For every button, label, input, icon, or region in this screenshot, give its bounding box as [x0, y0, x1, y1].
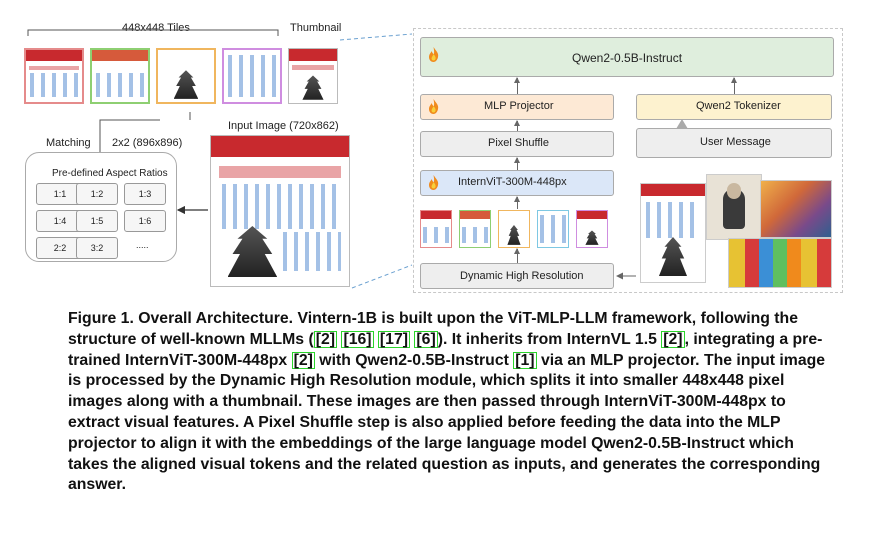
citation-link[interactable]: [6]	[414, 330, 438, 348]
left-connectors	[27, 29, 413, 289]
ratio-1-6: 1:6	[124, 210, 166, 232]
caption-title: Overall Architecture.	[138, 310, 294, 327]
citation-link[interactable]: [16]	[341, 330, 374, 348]
example-books-image	[728, 238, 832, 288]
llm-label: Qwen2-0.5B-Instruct	[572, 51, 683, 65]
vit-label: InternViT-300M-448px	[458, 176, 567, 188]
small-tile-3	[498, 210, 530, 248]
caption-text: via an MLP projector. The input image is…	[68, 351, 826, 494]
caption-text: with Qwen2-0.5B-Instruct	[314, 351, 514, 369]
citation-link[interactable]: [17]	[377, 330, 411, 348]
flame-icon	[429, 99, 439, 114]
input-image	[210, 135, 350, 287]
ratio-1-2: 1:2	[76, 183, 118, 205]
aspect-ratios-title: Pre-defined Aspect Ratios	[52, 168, 168, 179]
user-message-label: User Message	[700, 136, 771, 148]
matching-label: Matching	[46, 137, 91, 149]
vit-block	[420, 170, 614, 196]
projector-block	[420, 94, 614, 120]
arrow-tokenizer-to-llm	[731, 77, 737, 94]
llm-block	[420, 37, 834, 77]
projector-label: MLP Projector	[484, 100, 554, 112]
citation-link[interactable]: [2]	[661, 330, 685, 348]
collage-arrow	[616, 272, 636, 280]
small-tile-1	[420, 210, 452, 248]
example-painting-image	[760, 180, 832, 238]
example-document-image	[640, 183, 706, 283]
ratio-1-4: 1:4	[36, 210, 84, 232]
arrow-dhr-to-tiles	[514, 248, 520, 263]
input-image-label: Input Image (720x862)	[228, 120, 339, 132]
flame-icon	[429, 175, 439, 190]
left-panel: 448x448 Tiles Thumbnail Matching 2x2 (89…	[24, 22, 413, 289]
tile-3	[156, 48, 216, 104]
dhr-label: Dynamic High Resolution	[460, 270, 584, 282]
small-tile-5	[576, 210, 608, 248]
flame-icon	[429, 47, 439, 62]
citation-link[interactable]: [2]	[313, 330, 338, 348]
user-message-tail	[676, 119, 688, 129]
ratio-1-5: 1:5	[76, 210, 118, 232]
dhr-block	[420, 263, 614, 289]
thumbnail-label: Thumbnail	[290, 22, 342, 34]
caption-text: Vintern-1B is built upon the ViT-MLP-LLM…	[68, 310, 798, 348]
arrow-shuffle-to-projector	[514, 120, 520, 131]
small-tile-2	[459, 210, 491, 248]
pixel-shuffle-block	[420, 131, 614, 157]
tokenizer-label: Qwen2 Tokenizer	[696, 100, 781, 112]
ratio-ellipsis: .....	[136, 240, 149, 250]
tile-1	[24, 48, 84, 104]
caption-text: ). It inherits from InternVL 1.5	[437, 330, 662, 348]
grid-label: 2x2 (896x896)	[112, 137, 183, 149]
user-message-block	[636, 128, 832, 158]
citation-link[interactable]: [1]	[513, 351, 537, 369]
tokenizer-block	[636, 94, 832, 120]
pixel-shuffle-label: Pixel Shuffle	[488, 137, 549, 149]
figure-caption: Figure 1. Overall Architecture. Vintern-…	[68, 309, 828, 496]
arrow-vit-to-shuffle	[514, 157, 520, 170]
right-panel-frame	[413, 28, 843, 293]
tile-4	[222, 48, 282, 104]
arrow-tiles-to-vit	[514, 196, 520, 209]
tile-2	[90, 48, 150, 104]
arrow-projector-to-llm	[514, 77, 520, 94]
caption-label: Figure 1.	[68, 310, 134, 327]
citation-link[interactable]: [2]	[291, 351, 315, 369]
ratio-2-2: 2:2	[36, 237, 84, 259]
ratio-3-2: 3:2	[76, 237, 118, 259]
thumbnail-image	[288, 48, 338, 104]
small-tile-4	[537, 210, 569, 248]
caption-text: , integrating a pre-trained InternViT-30…	[68, 330, 823, 369]
example-portrait-image	[706, 174, 762, 240]
tiles-label: 448x448 Tiles	[122, 22, 190, 34]
ratio-1-3: 1:3	[124, 183, 166, 205]
